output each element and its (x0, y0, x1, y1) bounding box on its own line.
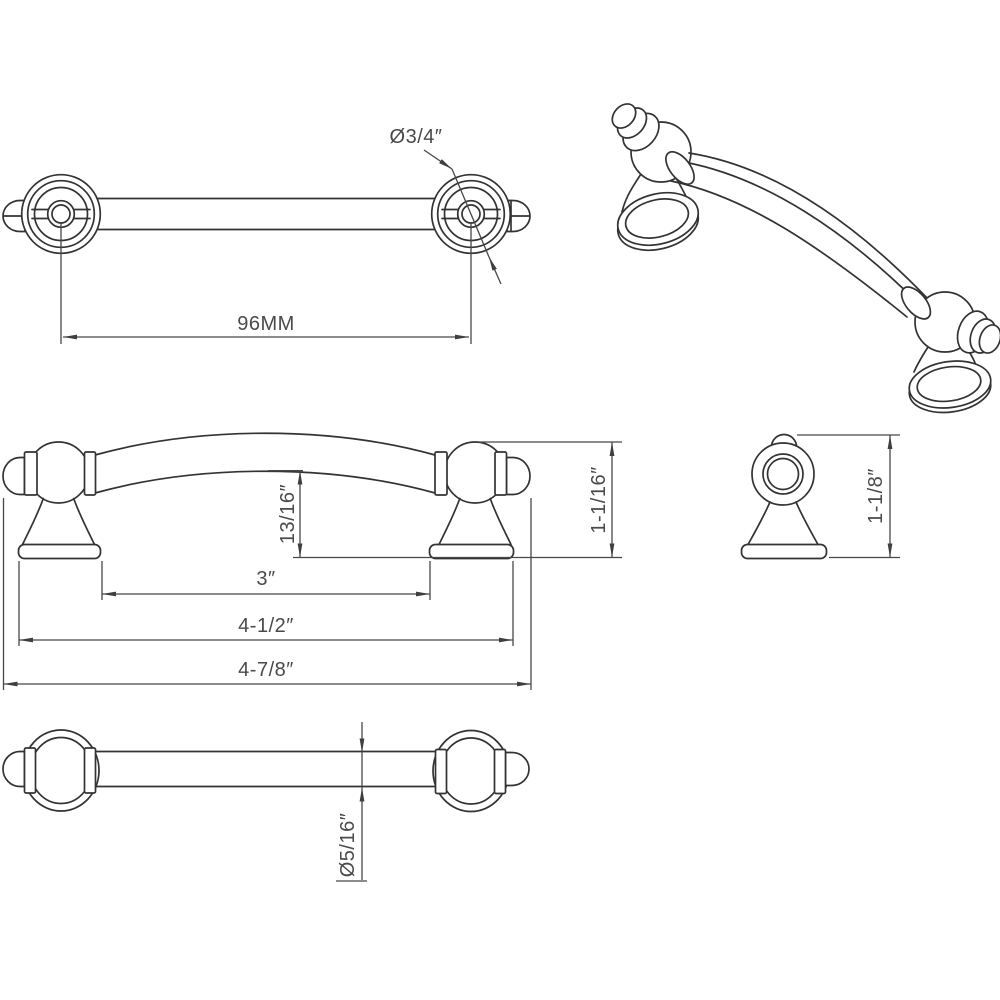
top-view: 96MM Ø3/4″ (2, 126, 531, 344)
side-bar-end-outer (762, 453, 804, 495)
perspective-view (611, 103, 1000, 414)
side-foot-base (740, 543, 828, 560)
bottom-view: Ø5/16″ (2, 722, 530, 882)
handle-bar-top-view (60, 197, 472, 231)
underbar-height-label: 13/16″ (277, 484, 299, 544)
bottom-right-knob (432, 729, 530, 813)
upper-foot-base (616, 191, 700, 252)
left-foot-trumpet (21, 497, 96, 546)
left-stub (2, 456, 26, 496)
handle-bar-front-view (94, 432, 436, 494)
dim-center-to-center (60, 223, 472, 344)
dim-base-span (18, 561, 514, 646)
side-bar-end-inner (766, 457, 800, 491)
end-height-label: 1-1/16″ (588, 466, 610, 533)
bottom-left-knob (2, 729, 100, 812)
side-ball (751, 442, 815, 506)
right-foot-base (428, 543, 515, 560)
left-foot-base (17, 543, 102, 560)
dim-overall-length (2, 498, 532, 690)
overall-length-label: 4-7/8″ (238, 659, 294, 681)
base-span-label: 4-1/2″ (238, 615, 294, 637)
side-foot-trumpet (747, 501, 819, 546)
right-stub (505, 456, 531, 496)
hole-spacing-label: 3″ (256, 568, 275, 590)
overall-height-label: 1-1/8″ (865, 468, 887, 524)
dim-cap-diameter-leader (423, 149, 502, 285)
upper-stub-cap (611, 103, 660, 152)
dim-overall-height (797, 434, 900, 559)
end-cap-left (20, 173, 102, 255)
lower-foot-base (908, 360, 992, 414)
lower-collar-ring (900, 286, 932, 320)
right-inner-collar (434, 451, 448, 496)
handle-bar-bottom-view (60, 750, 472, 788)
left-inner-collar (83, 451, 97, 496)
front-view: 13/16″ 1-1/16″ 3″ 4-1/2″ 4-7/8″ (2, 432, 622, 690)
cap-diameter-label: Ø3/4″ (390, 126, 443, 148)
dim-underbar-height (268, 470, 303, 558)
center-to-center-label: 96MM (237, 313, 295, 335)
right-foot-trumpet (438, 497, 512, 546)
side-view: 1-1/8″ (740, 433, 900, 560)
left-outer-collar (23, 451, 38, 496)
lower-stub-cap (956, 310, 1000, 354)
dim-bar-diameter (336, 722, 367, 882)
handle-bar-perspective (670, 152, 929, 318)
right-outer-collar (494, 451, 508, 496)
upper-collar-ring (665, 150, 695, 186)
dim-hole-spacing (101, 561, 431, 600)
bar-diameter-label: Ø5/16″ (337, 813, 359, 878)
